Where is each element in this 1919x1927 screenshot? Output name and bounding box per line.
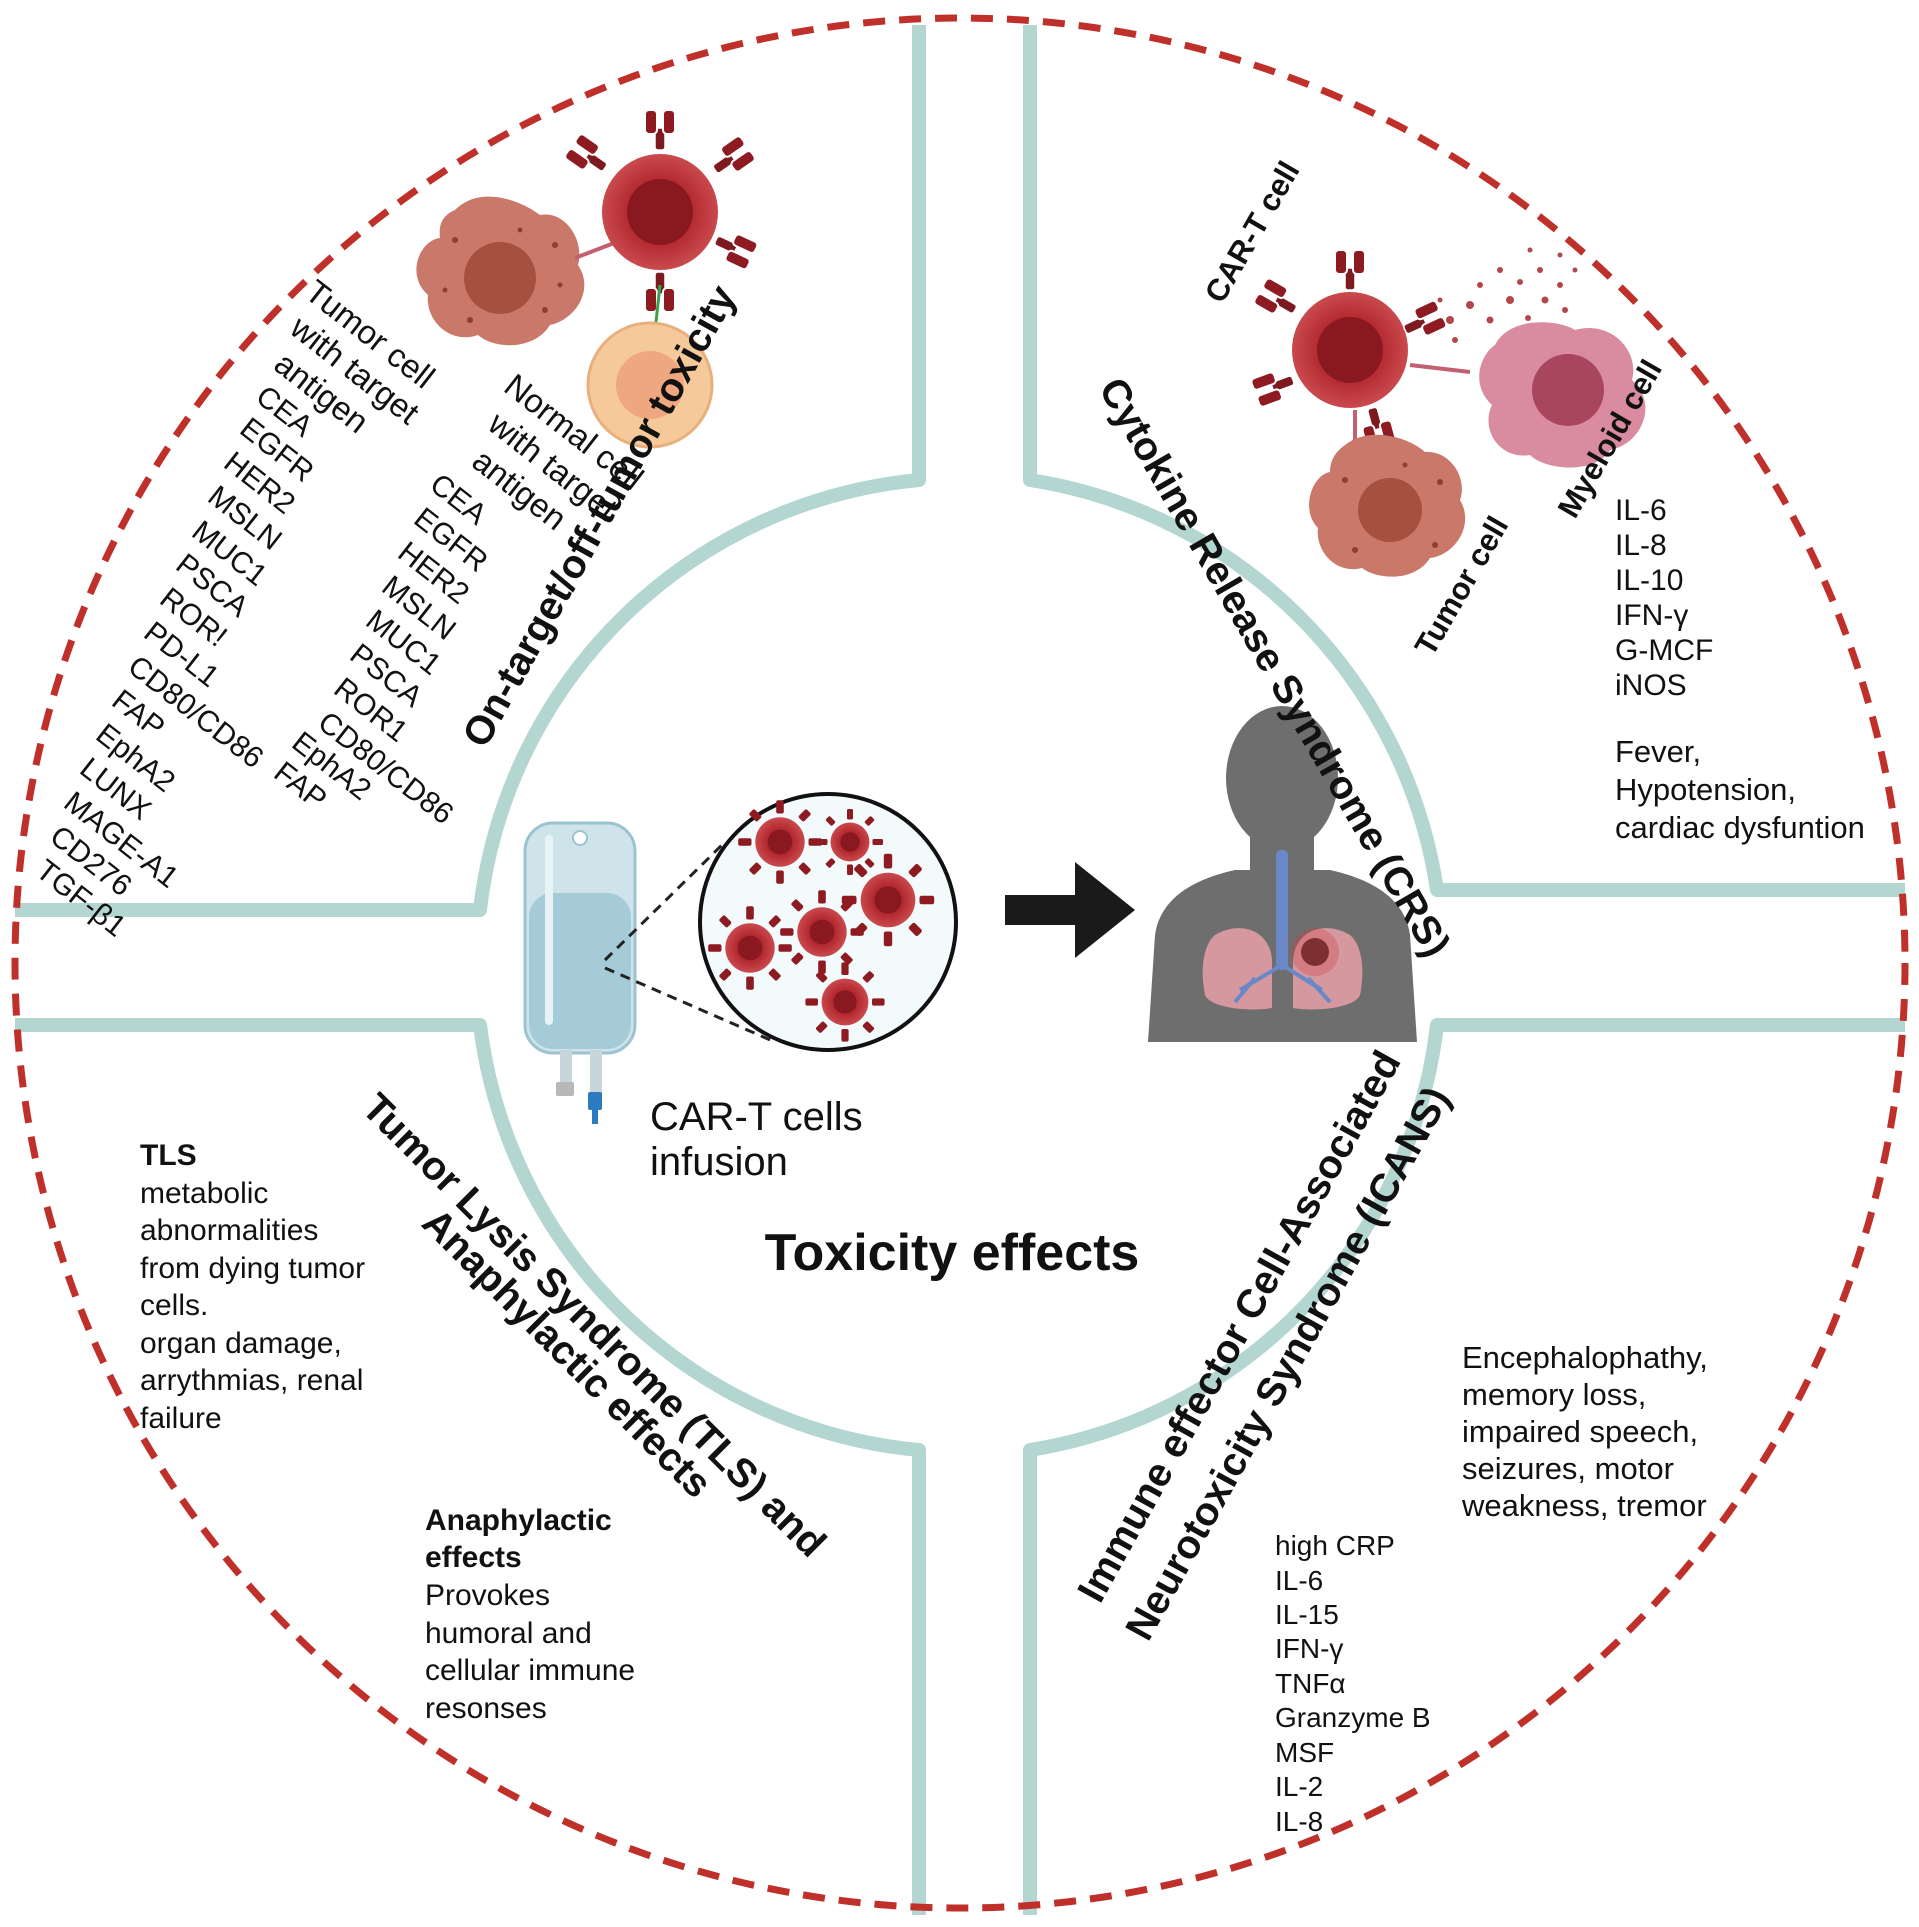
anaphylactic-heading-line2: effects <box>425 1541 522 1574</box>
crs-symptom: Fever, <box>1615 734 1701 769</box>
right-arrow-icon <box>1005 862 1135 958</box>
crs-cytokine: IL-6 <box>1615 494 1667 527</box>
crs-cytokine: IFN-γ <box>1615 599 1688 632</box>
icans-symptom: weakness, tremor <box>1461 1488 1707 1523</box>
icans-title-line2: Neurotoxicity Syndrome (ICANS) <box>1117 1080 1458 1648</box>
icans-marker: TNFα <box>1275 1668 1346 1699</box>
crs-tumor-cell-icon <box>1309 434 1466 577</box>
tls-text-line: abnormalities <box>140 1214 318 1247</box>
normal-cell-icon <box>586 321 714 449</box>
anaphylactic-text-line: humoral and <box>425 1617 592 1650</box>
icans-symptom: seizures, motor <box>1462 1451 1674 1486</box>
crs-symptom-list: Fever, Hypotension, cardiac dysfuntion <box>1615 734 1865 845</box>
icans-marker: Granzyme B <box>1275 1702 1431 1733</box>
icans-title-line1: Immune effector Cell-Associated <box>1069 1044 1409 1610</box>
crs-cytokine: IL-8 <box>1615 529 1667 562</box>
tls-heading: TLS <box>140 1139 197 1172</box>
tumor-antigen-list: CEA EGFR HER2 MSLN MUC1 PSCA ROR! PD-L1 … <box>30 380 320 944</box>
tls-text-line: organ damage, <box>140 1327 342 1360</box>
divider-bottom-left <box>15 1018 926 1915</box>
center-title: Toxicity effects <box>765 1224 1140 1282</box>
icans-marker: IL-15 <box>1275 1599 1339 1630</box>
anaphylactic-text-line: resonses <box>425 1692 547 1725</box>
crs-symptom: cardiac dysfuntion <box>1615 810 1865 845</box>
tls-text-line: failure <box>140 1402 222 1435</box>
tumor-cell-icon <box>416 196 585 346</box>
divider-bottom-right <box>1023 1018 1905 1915</box>
crs-cytokine-list: IL-6 IL-8 IL-10 IFN-γ G-MCF iNOS <box>1615 494 1713 702</box>
icans-marker: MSF <box>1275 1737 1334 1768</box>
car-t-cell-icon <box>562 109 760 313</box>
icans-marker: IL-6 <box>1275 1565 1323 1596</box>
outer-dashed-circle <box>11 14 1909 1912</box>
crs-symptom: Hypotension, <box>1615 772 1796 807</box>
human-body-icon <box>1148 706 1417 1042</box>
divider-top-left <box>15 25 926 917</box>
icans-marker: IL-8 <box>1275 1806 1323 1837</box>
anaphylactic-heading-line1: Anaphylactic <box>425 1504 612 1537</box>
normal-antigen-list: CEA EGFR HER2 MSLN MUC1 PSCA ROR1 CD80/C… <box>268 468 494 832</box>
divider-top-right <box>1023 25 1905 897</box>
infusion-label-line2: infusion <box>650 1140 788 1184</box>
crs-cytokine: IL-10 <box>1615 564 1683 597</box>
quadrant-dividers <box>15 25 1905 1915</box>
crs-cytokine: iNOS <box>1615 669 1687 702</box>
tls-text: metabolic abnormalities from dying tumor… <box>140 1177 365 1435</box>
zoom-lines <box>603 840 776 1044</box>
crs-cytokine: G-MCF <box>1615 634 1713 667</box>
icans-marker-list: high CRP IL-6 IL-15 IFN-γ TNFα Granzyme … <box>1275 1530 1431 1837</box>
myeloid-cell-icon <box>1479 322 1646 468</box>
crs-car-t-cell-icon <box>1249 249 1449 452</box>
icans-marker: IL-2 <box>1275 1771 1323 1802</box>
icans-symptom: Encephalophathy, <box>1462 1340 1708 1375</box>
tls-text-line: cells. <box>140 1289 208 1322</box>
icans-symptom: impaired speech, <box>1462 1414 1698 1449</box>
infusion-label-line1: CAR-T cells <box>650 1095 863 1139</box>
icans-symptom: memory loss, <box>1462 1377 1646 1412</box>
iv-bag-icon <box>523 821 637 1124</box>
icans-marker: high CRP <box>1275 1530 1395 1561</box>
icans-symptom-list: Encephalophathy, memory loss, impaired s… <box>1461 1340 1708 1523</box>
tls-text-line: metabolic <box>140 1177 268 1210</box>
anaphylactic-text: Provokes humoral and cellular immune res… <box>425 1579 635 1725</box>
icans-marker: IFN-γ <box>1275 1633 1343 1664</box>
cytokine-particles <box>1437 247 1578 343</box>
tls-text-line: from dying tumor <box>140 1252 365 1285</box>
crs-car-t-label: CAR-T cell <box>1198 155 1307 308</box>
anaphylactic-text-line: cellular immune <box>425 1654 635 1687</box>
tls-text-line: arrythmias, renal <box>140 1364 363 1397</box>
anaphylactic-text-line: Provokes <box>425 1579 550 1612</box>
